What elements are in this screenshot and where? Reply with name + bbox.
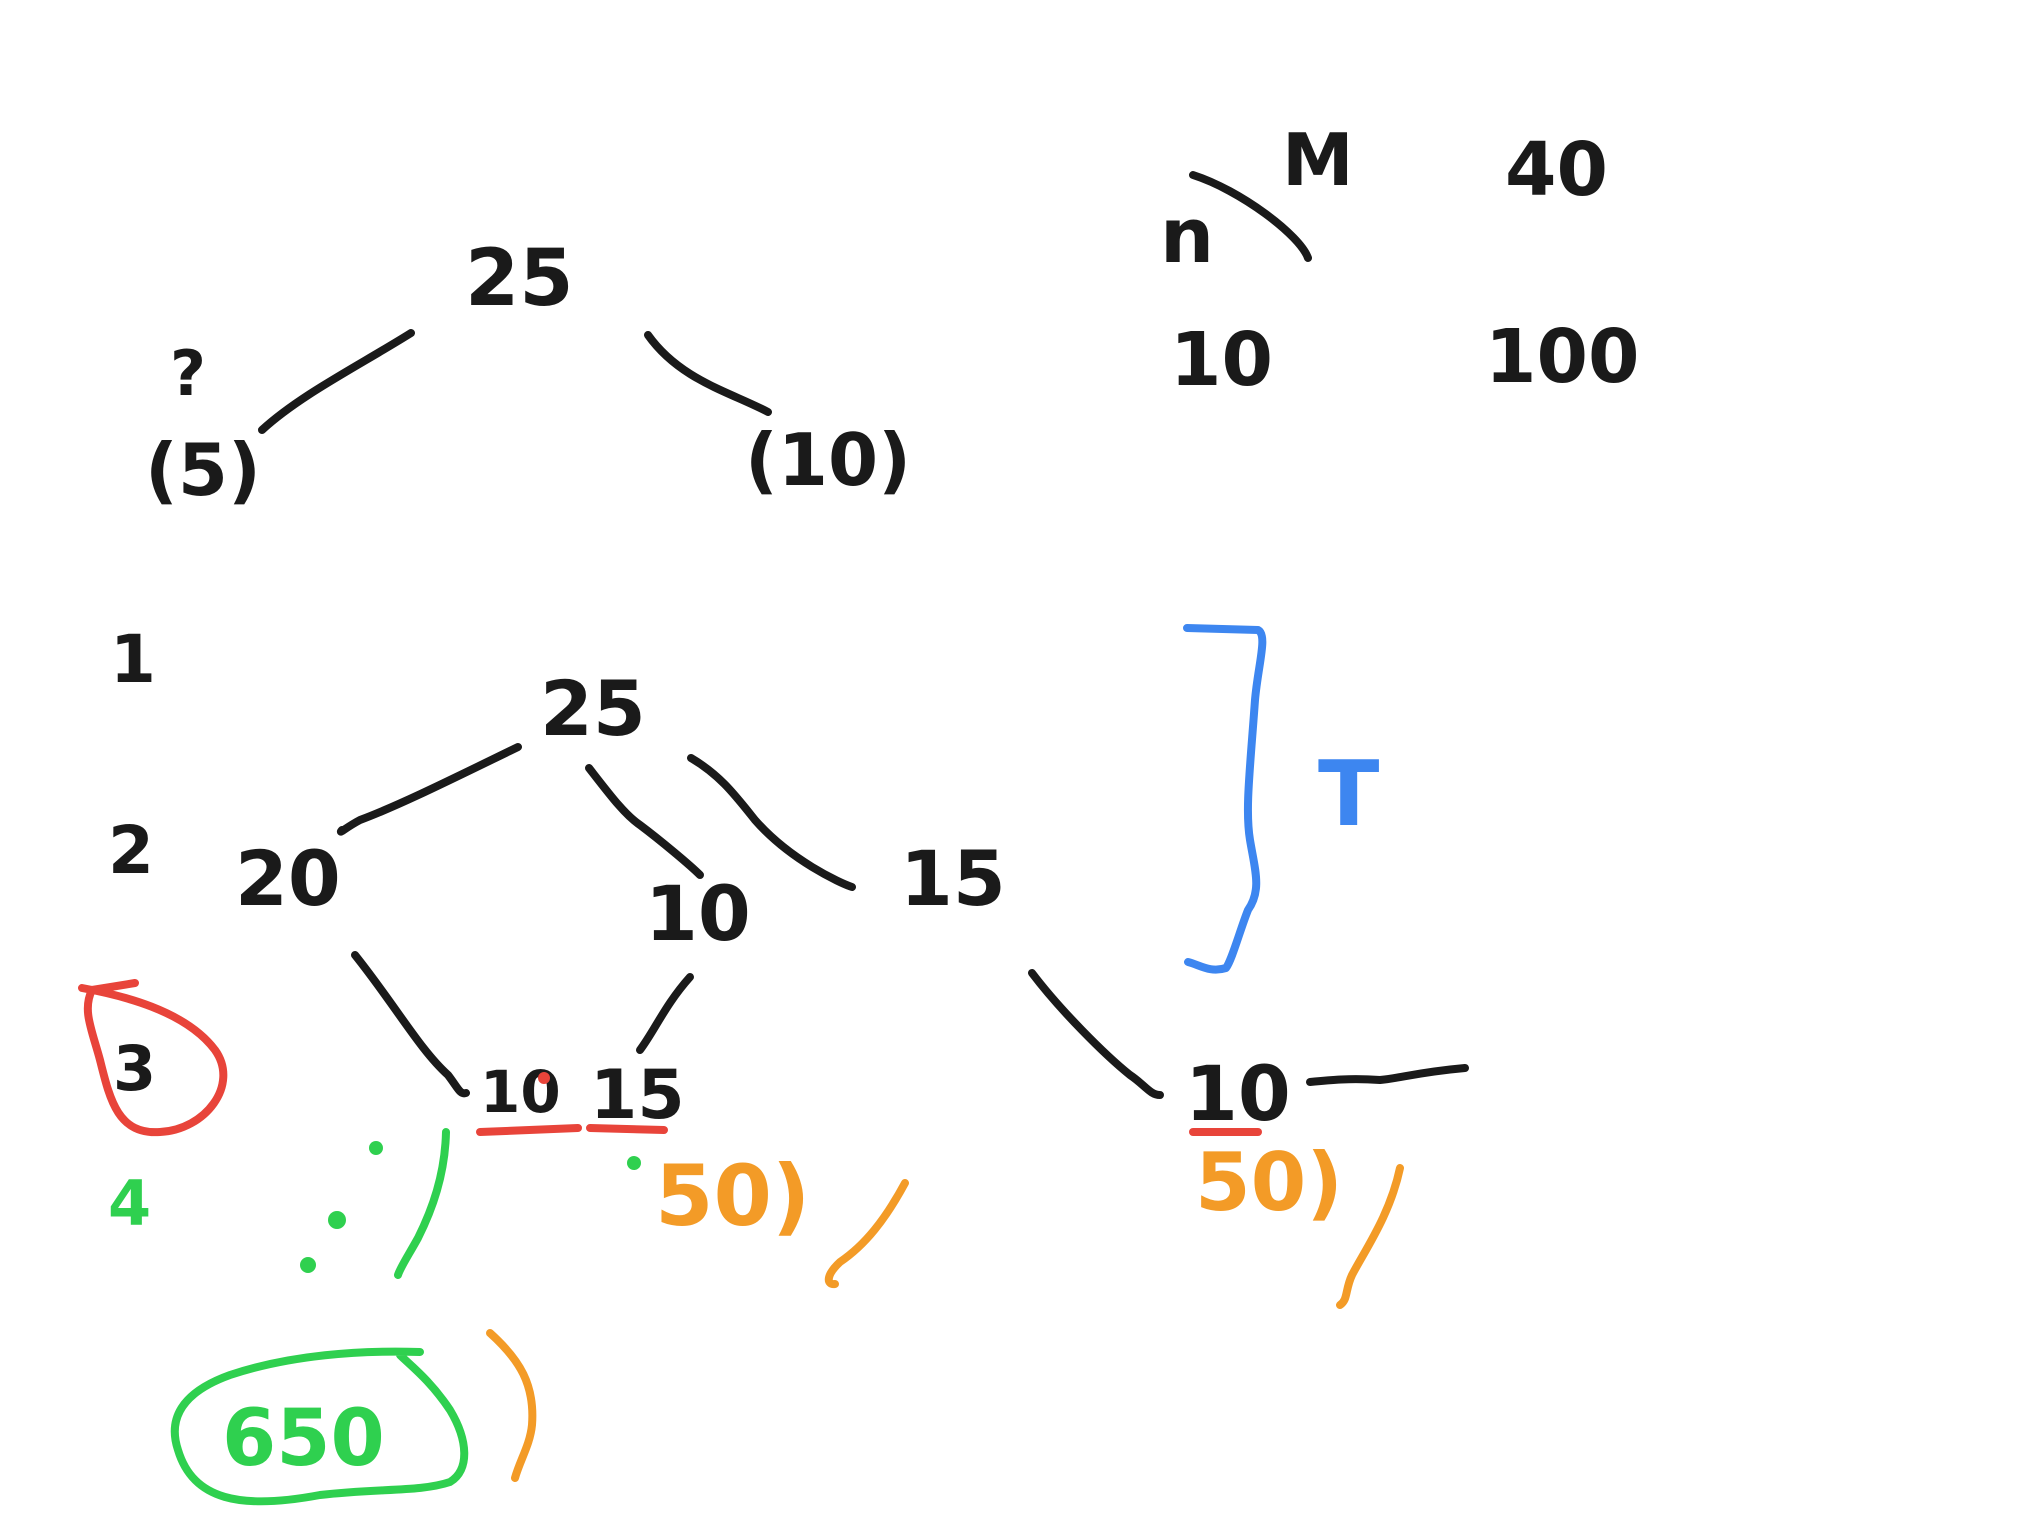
orange-bracket-bottom xyxy=(486,1329,537,1482)
red-dot xyxy=(538,1072,550,1084)
orange-annotation-b: 50) xyxy=(1195,1136,1343,1229)
green-dot-2 xyxy=(328,1211,346,1229)
notes-n-value: 10 xyxy=(1170,317,1273,403)
bottom-level2-node-2: 15 xyxy=(590,1056,685,1135)
notes-m-value-b: 100 xyxy=(1485,314,1639,400)
bottom-root-node: 25 xyxy=(540,664,646,753)
side-number-4: 4 xyxy=(108,1167,151,1240)
notes-n-label: n xyxy=(1160,191,1214,280)
top-right-notes: n M 10 40 100 xyxy=(1160,118,1639,403)
side-number-2: 2 xyxy=(108,812,154,889)
top-tree: 25 ? (5) (10) xyxy=(145,234,911,512)
orange-stroke-a xyxy=(824,1179,909,1288)
bottom-edge-left-child xyxy=(351,951,470,1098)
orange-annotations: 50) 50) xyxy=(486,1136,1404,1482)
bottom-edge-middle-child xyxy=(636,973,694,1054)
top-edge-left xyxy=(258,329,415,434)
orange-annotation-a: 50) xyxy=(655,1147,810,1245)
side-number-3: 3 xyxy=(113,1032,156,1105)
blue-bracket xyxy=(1183,624,1267,974)
green-stroke-middle xyxy=(394,1128,450,1279)
bottom-edge-right-child xyxy=(1028,969,1164,1099)
green-total-annotation: 650 xyxy=(222,1394,385,1484)
notes-m-label: M xyxy=(1282,118,1354,202)
red-underline-middle xyxy=(586,1124,668,1134)
bottom-level1-node-3: 15 xyxy=(900,834,1006,923)
top-left-node-mark: ? xyxy=(170,337,206,410)
bottom-level2-node-1: 10 xyxy=(480,1058,561,1126)
top-edge-right xyxy=(644,331,772,416)
red-underline-left xyxy=(476,1124,582,1136)
green-circle-around-total xyxy=(170,1347,469,1506)
bottom-edge-root-right xyxy=(687,754,856,891)
notes-m-value-a: 40 xyxy=(1505,127,1608,213)
top-root-node: 25 xyxy=(465,234,574,324)
top-right-node: (10) xyxy=(745,418,911,502)
green-annotations: 650 xyxy=(170,1128,641,1506)
side-number-1: 1 xyxy=(110,621,156,698)
green-dot-1 xyxy=(369,1141,383,1155)
blue-t-label: T xyxy=(1318,742,1379,847)
blue-annotations: T xyxy=(1183,624,1379,974)
bottom-level1-node-2: 10 xyxy=(645,869,751,958)
bottom-edge-root-left xyxy=(337,743,522,836)
notes-divider-stroke xyxy=(1189,171,1312,262)
red-circle-around-3 xyxy=(78,979,228,1137)
green-dot-3 xyxy=(300,1257,316,1273)
side-numbers: 1 2 3 4 xyxy=(78,621,228,1240)
bottom-tree: 25 20 10 15 10 15 10 xyxy=(235,664,1469,1138)
top-left-node: (5) xyxy=(145,428,261,512)
bottom-level2-node-3: 10 xyxy=(1185,1049,1291,1138)
bottom-right-leaf-tail xyxy=(1306,1064,1469,1086)
orange-stroke-b xyxy=(1336,1164,1404,1309)
bottom-level1-node-1: 20 xyxy=(235,834,341,923)
bottom-edge-root-middle xyxy=(585,764,704,879)
green-dot-4 xyxy=(627,1156,641,1170)
